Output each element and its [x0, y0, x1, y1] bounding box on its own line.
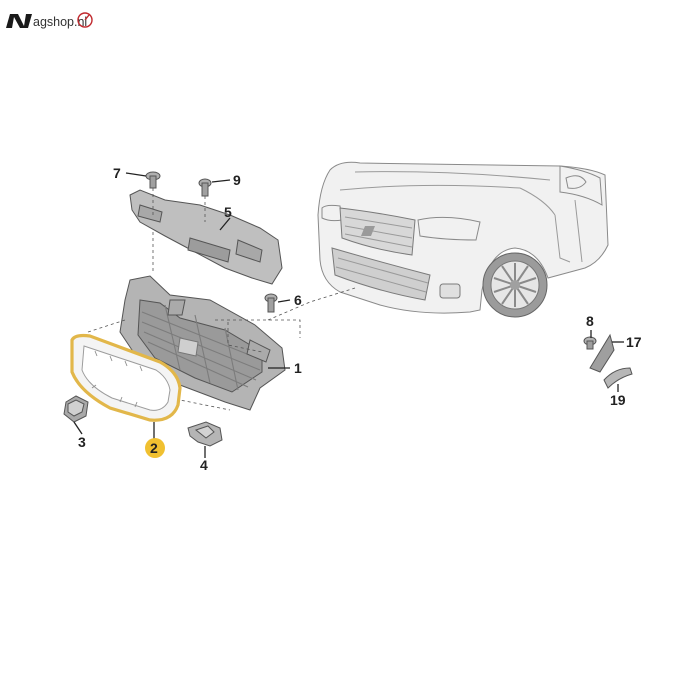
callout-7[interactable]: 7 [113, 165, 121, 181]
car-illustration [317, 161, 609, 318]
car-mirror [565, 175, 587, 189]
callout-5[interactable]: 5 [224, 204, 232, 220]
logo-mark-icon [6, 14, 32, 28]
car-emblem [361, 226, 375, 236]
car-headlight-left [321, 204, 343, 222]
part-8-clip[interactable] [583, 336, 597, 350]
car-fog-light [439, 283, 461, 299]
callout-6[interactable]: 6 [294, 292, 302, 308]
part-2-trim-frame-inner [81, 345, 171, 411]
logo-site-text: agshop.nl [33, 15, 87, 29]
leader-3 [73, 421, 83, 435]
leader-7 [125, 172, 147, 177]
callout-3[interactable]: 3 [78, 434, 86, 450]
logo-gauge-needle [84, 14, 90, 21]
logo-gauge-icon [77, 12, 93, 28]
car-headlight-right [417, 216, 481, 241]
leader-9 [211, 179, 231, 183]
part-1-emblem-mount [177, 337, 199, 357]
callout-8[interactable]: 8 [586, 313, 594, 329]
callout-2-badge [145, 438, 165, 458]
callout-17[interactable]: 17 [626, 334, 642, 350]
part-6-screw[interactable] [264, 293, 278, 313]
callout-19[interactable]: 19 [610, 392, 626, 408]
callout-2[interactable]: 2 [150, 440, 158, 456]
part-7-screw[interactable] [145, 171, 161, 189]
part-5-support-bracket [129, 189, 283, 285]
leader-6 [277, 299, 291, 303]
callout-1[interactable]: 1 [294, 360, 302, 376]
leader-5 [219, 217, 231, 231]
callout-4[interactable]: 4 [200, 457, 208, 473]
part-9-screw[interactable] [198, 178, 212, 197]
callout-9[interactable]: 9 [233, 172, 241, 188]
logo[interactable]: agshop.nl [6, 12, 93, 29]
part-19-trim-strip [603, 367, 633, 389]
car-lower-grille [331, 247, 431, 301]
part-17-cover [589, 333, 615, 373]
